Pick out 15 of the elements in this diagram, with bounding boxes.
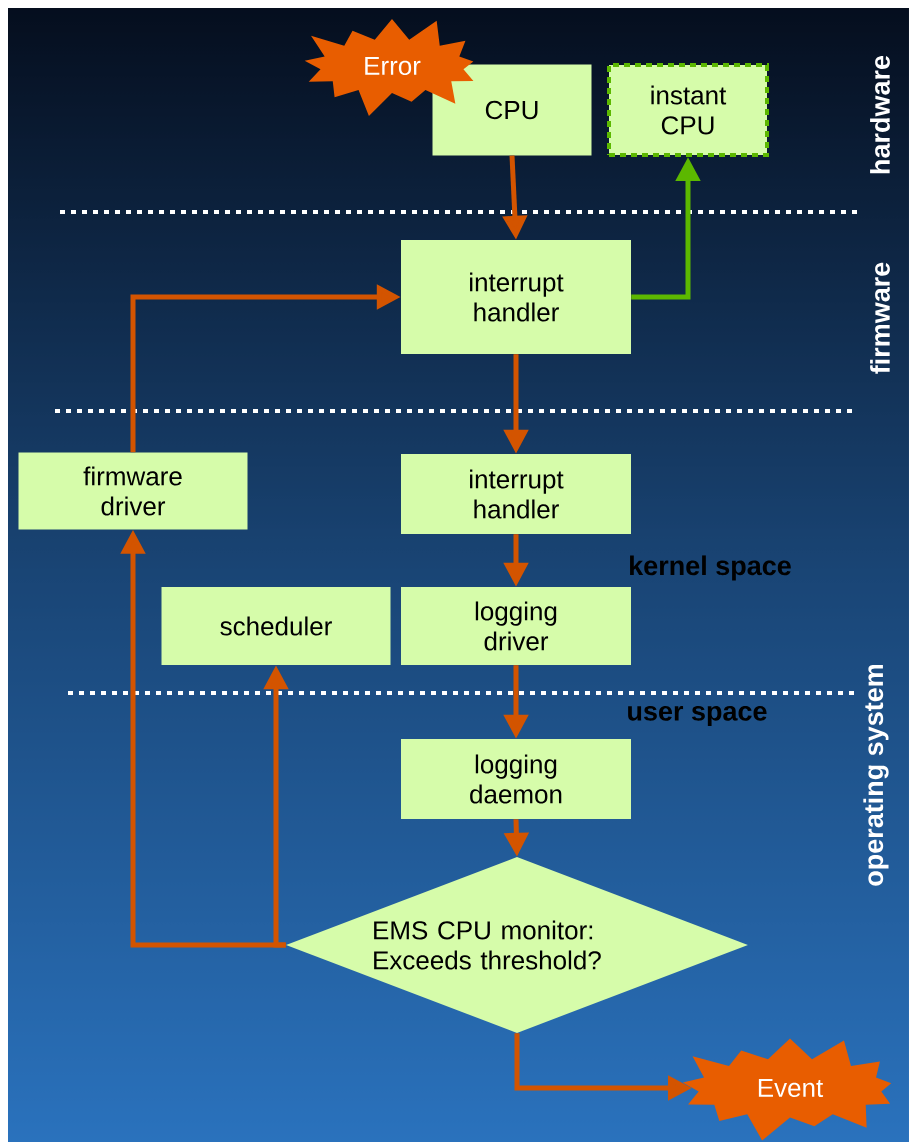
layer-label: operating system [863, 664, 889, 886]
process-box: logging daemon [401, 739, 631, 819]
starburst: Error [304, 19, 474, 116]
section-label: user space [628, 705, 767, 727]
process-box: interrupt handler [401, 240, 631, 354]
section-label: kernel space [630, 555, 791, 581]
process-box: scheduler [161, 587, 391, 665]
process-box: CPU [432, 64, 592, 156]
process-box: instant CPU [607, 63, 769, 157]
layer-label: firmware [870, 262, 890, 374]
process-box: logging driver [401, 587, 631, 665]
layer-label: hardware [870, 55, 890, 174]
process-box: firmware driver [18, 452, 248, 530]
process-box: interrupt handler [401, 454, 631, 534]
starburst: Event [682, 1038, 892, 1141]
